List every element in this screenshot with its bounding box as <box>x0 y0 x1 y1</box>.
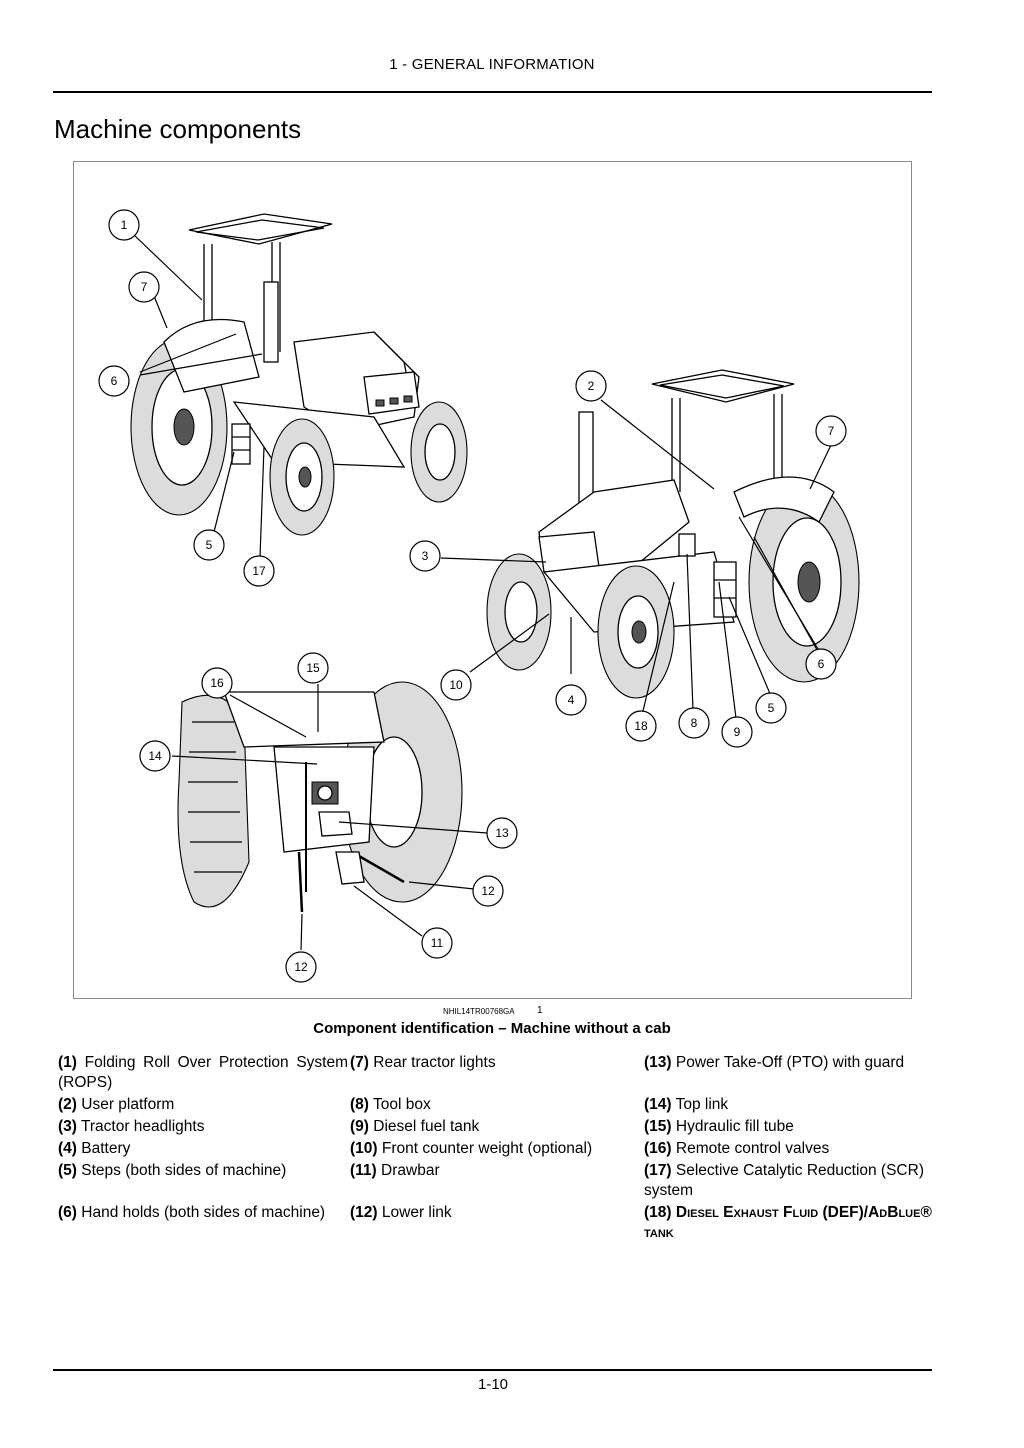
svg-text:5: 5 <box>768 701 775 715</box>
legend-item: (10) Front counter weight (optional) <box>350 1140 593 1157</box>
legend-item: (4) Battery <box>58 1140 131 1157</box>
svg-text:13: 13 <box>495 826 509 840</box>
callout-7b: 7 <box>815 415 847 447</box>
svg-text:12: 12 <box>481 884 495 898</box>
callout-12: 12 <box>472 875 504 907</box>
legend-item: (18) Diesel Exhaust Fluid (DEF)/AdBlue® … <box>644 1204 932 1241</box>
callout-6: 6 <box>98 365 130 397</box>
callout-14: 14 <box>139 740 171 772</box>
legend-row: (1) Folding Roll Over Protection System … <box>56 1053 936 1095</box>
legend-item: (3) Tractor headlights <box>58 1118 205 1135</box>
legend-item: (13) Power Take-Off (PTO) with guard <box>644 1054 905 1071</box>
callout-10: 10 <box>440 669 472 701</box>
svg-text:5: 5 <box>206 538 213 552</box>
tractor-front-view-drawing <box>130 213 468 536</box>
callout-17: 17 <box>243 555 275 587</box>
component-legend-table: (1) Folding Roll Over Protection System … <box>56 1053 936 1245</box>
callout-1: 1 <box>108 209 140 241</box>
page-title: Machine components <box>54 114 302 144</box>
legend-item: (15) Hydraulic fill tube <box>644 1118 794 1135</box>
figure-number: 1 <box>537 1005 543 1016</box>
callout-12b: 12 <box>285 951 317 983</box>
callout-4: 4 <box>555 684 587 716</box>
legend-item: (5) Steps (both sides of machine) <box>58 1162 287 1179</box>
legend-item: (8) Tool box <box>350 1096 431 1113</box>
legend-item: (12) Lower link <box>350 1204 452 1221</box>
svg-text:16: 16 <box>210 676 224 690</box>
callout-6b: 6 <box>805 648 837 680</box>
svg-text:7: 7 <box>141 280 148 294</box>
header-rule <box>53 91 932 93</box>
page-number: 1-10 <box>477 1376 509 1393</box>
legend-row: (6) Hand holds (both sides of machine) (… <box>56 1203 936 1245</box>
callout-18: 18 <box>625 710 657 742</box>
svg-text:17: 17 <box>252 564 266 578</box>
legend-item: (7) Rear tractor lights <box>350 1054 496 1071</box>
legend-item: (2) User platform <box>58 1096 175 1113</box>
svg-text:6: 6 <box>111 374 118 388</box>
callout-9: 9 <box>721 716 753 748</box>
section-header: 1 - GENERAL INFORMATION <box>389 56 595 73</box>
callout-8: 8 <box>678 707 710 739</box>
legend-row: (4) Battery (10) Front counter weight (o… <box>56 1139 936 1161</box>
svg-text:2: 2 <box>588 379 595 393</box>
tractor-illustration: 1 7 6 5 17 3 2 7 6 10 4 18 8 9 5 16 15 1… <box>98 209 860 983</box>
callout-16: 16 <box>201 667 233 699</box>
tractor-hitch-view-drawing <box>177 681 463 913</box>
callout-2: 2 <box>575 370 607 402</box>
legend-row: (3) Tractor headlights (9) Diesel fuel t… <box>56 1117 936 1139</box>
callout-11: 11 <box>421 927 453 959</box>
svg-text:10: 10 <box>449 678 463 692</box>
legend-item: (9) Diesel fuel tank <box>350 1118 480 1135</box>
svg-text:12: 12 <box>294 960 308 974</box>
legend-row: (5) Steps (both sides of machine) (11) D… <box>56 1161 936 1203</box>
svg-text:15: 15 <box>306 661 320 675</box>
svg-text:14: 14 <box>148 749 162 763</box>
legend-item: (16) Remote control valves <box>644 1140 830 1157</box>
component-figure: 1 7 6 5 17 3 2 7 6 10 4 18 8 9 5 16 15 1… <box>73 161 912 999</box>
callout-5: 5 <box>193 529 225 561</box>
svg-text:11: 11 <box>431 936 444 950</box>
legend-item: (11) Drawbar <box>350 1162 440 1179</box>
svg-text:4: 4 <box>568 693 575 707</box>
svg-text:18: 18 <box>634 719 648 733</box>
legend-row: (2) User platform (8) Tool box (14) Top … <box>56 1095 936 1117</box>
leader-lines <box>133 234 832 951</box>
callout-15: 15 <box>297 652 329 684</box>
callout-13: 13 <box>486 817 518 849</box>
legend-item: (6) Hand holds (both sides of machine) <box>58 1204 326 1221</box>
callout-5b: 5 <box>755 692 787 724</box>
callout-3: 3 <box>409 540 441 572</box>
legend-item: (1) Folding Roll Over Protection System … <box>58 1054 348 1091</box>
svg-text:8: 8 <box>691 716 698 730</box>
svg-text:1: 1 <box>121 218 128 232</box>
legend-item: (14) Top link <box>644 1096 729 1113</box>
svg-text:7: 7 <box>828 424 835 438</box>
figure-caption: Component identification – Machine witho… <box>313 1020 671 1037</box>
svg-text:6: 6 <box>818 657 825 671</box>
callout-7: 7 <box>128 271 160 303</box>
svg-text:3: 3 <box>422 549 429 563</box>
figure-reference-code: NHIL14TR00768GA <box>443 1007 515 1016</box>
footer-rule <box>53 1369 932 1371</box>
legend-item: (17) Selective Catalytic Reduction (SCR)… <box>644 1162 924 1199</box>
tractor-rear-view-drawing <box>486 369 860 699</box>
svg-text:9: 9 <box>734 725 741 739</box>
